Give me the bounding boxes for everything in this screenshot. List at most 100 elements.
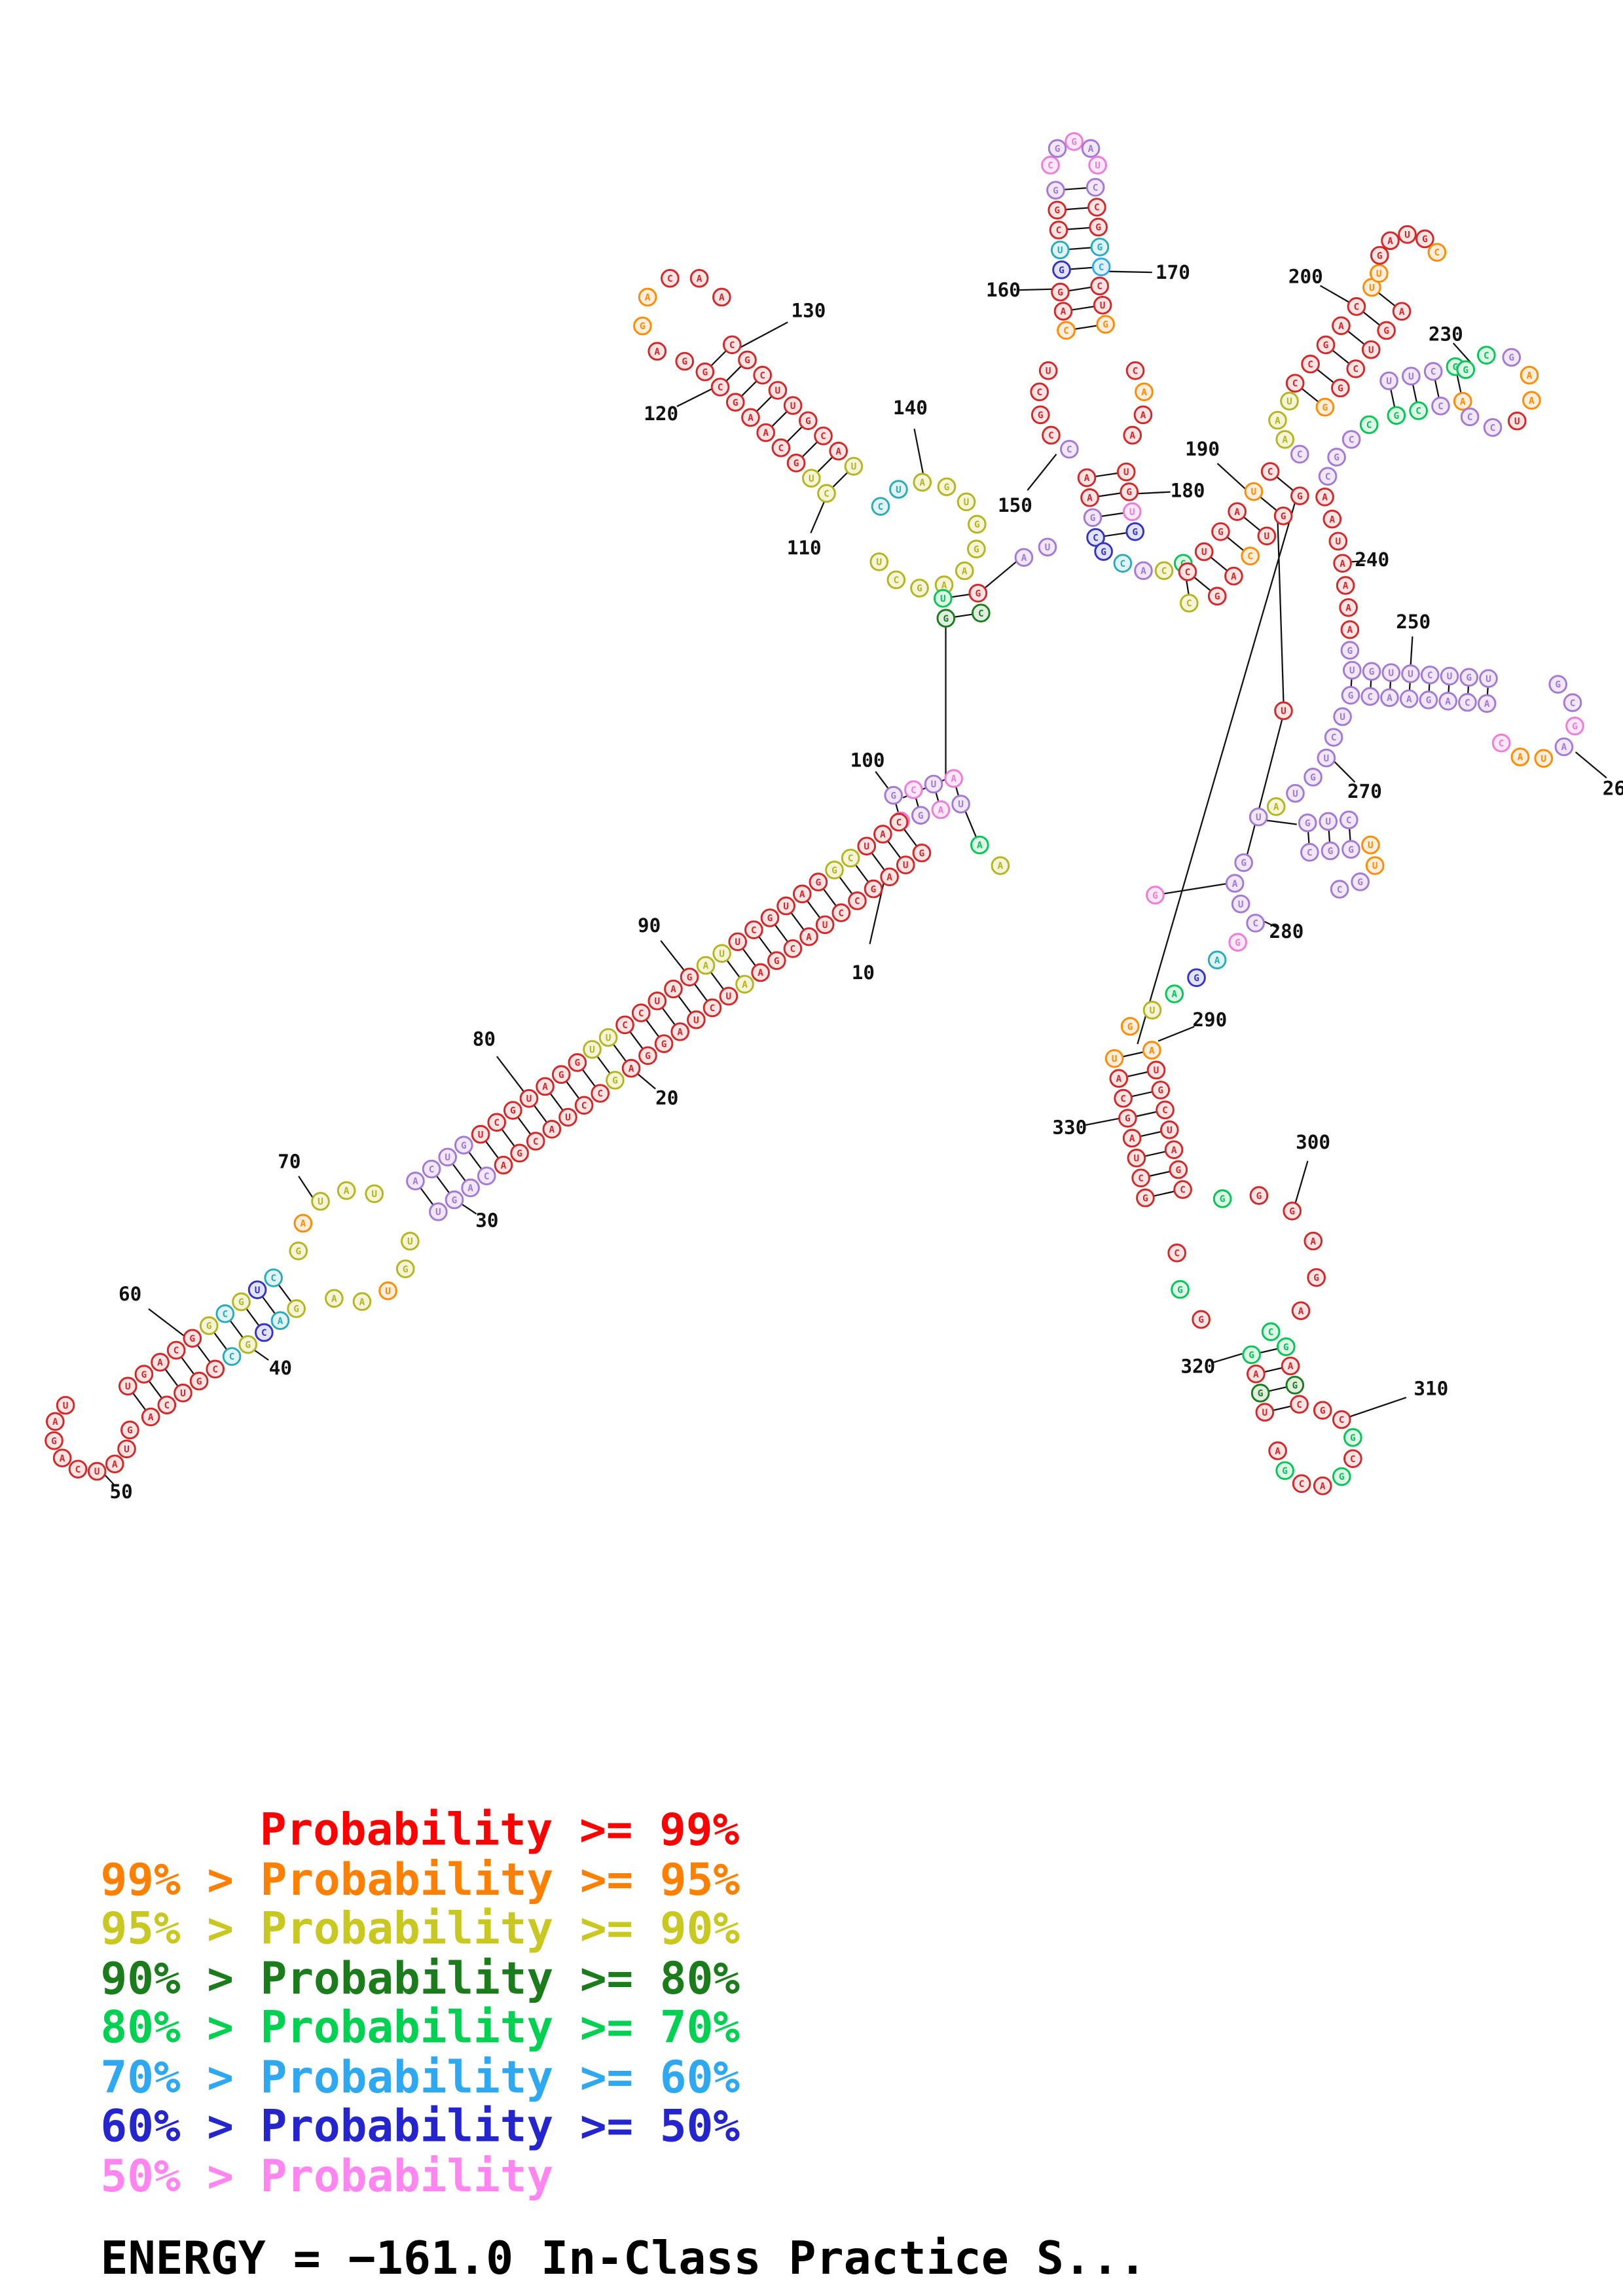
nucleotide [1173,1180,1192,1199]
nucleotide-letter: A [1140,410,1146,421]
position-label: 200 [1288,266,1323,288]
nucleotide-letter: G [1322,403,1328,413]
nucleotide [1142,1041,1161,1060]
nucleotide-letter: C [173,1346,179,1356]
nucleotide [1156,1100,1175,1120]
nucleotide [1341,685,1360,705]
nucleotide-letter: C [1431,367,1436,378]
nucleotide-letter: C [1247,552,1253,562]
nucleotide-letter: G [682,357,687,367]
nucleotide-letter: A [300,1219,306,1229]
nucleotide [1318,467,1338,486]
nucleotide [503,1101,522,1120]
connector-line [1153,1191,1175,1197]
connector-line [816,456,833,473]
connector-line [869,876,886,944]
nucleotide [1114,1088,1133,1108]
connector-line [1273,1405,1292,1411]
nucleotide [1122,502,1142,522]
nucleotide [574,1096,594,1115]
nucleotide [1554,737,1574,757]
nucleotide-letter: G [510,1106,516,1117]
nucleotide-letter: U [1046,366,1051,376]
nucleotide [735,975,754,994]
nucleotide [199,1316,219,1335]
nucleotide-letter: G [974,520,980,530]
nucleotide [1333,554,1352,573]
legend-entry: 50% > Probability [101,2150,554,2202]
nucleotide [45,1412,65,1431]
nucleotide [583,1040,602,1059]
nucleotide [1224,566,1243,586]
nucleotide-letter: C [1174,1249,1180,1259]
nucleotide [771,438,791,457]
nucleotide [1274,701,1293,721]
nucleotide-letter: A [1171,1145,1177,1156]
nucleotide [1048,139,1067,158]
nucleotide [799,927,818,946]
nucleotide-letter: A [806,932,812,942]
nucleotide-letter: A [1445,696,1451,707]
nucleotide [621,1058,641,1078]
nucleotide-letter: C [1350,1454,1356,1465]
nucleotide [1120,1016,1140,1036]
nucleotide-letter: A [1343,581,1349,592]
nucleotide-letter: A [1298,1306,1304,1317]
nucleotide [1343,1449,1362,1468]
nucleotide-letter: C [854,897,860,907]
nucleotide [157,1395,177,1414]
nucleotide-letter: G [1258,1389,1264,1399]
nucleotide-letter: G [1463,365,1468,376]
nucleotide [1030,405,1050,425]
nucleotide-letter: G [1198,1315,1204,1325]
nucleotide [815,915,835,935]
nucleotide-letter: G [1320,1406,1326,1416]
nucleotide-letter: C [1268,1327,1274,1338]
nucleotide-letter: C [1465,698,1470,708]
nucleotide-letter: C [1094,203,1100,213]
nucleotide [873,825,892,844]
nucleotide-letter: U [1256,812,1262,823]
nucleotide-letter: U [63,1401,69,1411]
nucleotide-letter: G [1127,1022,1133,1032]
nucleotide-letter: U [1100,300,1106,311]
nucleotide [352,1292,372,1311]
nucleotide-letter: C [1093,183,1099,193]
nucleotide [722,335,742,355]
nucleotide-letter: A [703,961,709,971]
nucleotide [1380,688,1399,708]
nucleotide-letter: G [245,1340,251,1350]
nucleotide-letter: A [501,1160,507,1171]
connector-line [196,1344,211,1363]
nucleotide [222,1347,242,1366]
nucleotide-letter: G [1348,845,1354,855]
nucleotide [857,836,877,856]
nucleotide [786,454,806,473]
connector-line [645,1019,660,1037]
nucleotide-letter: C [710,1003,716,1014]
nucleotide-letter: C [1434,248,1440,259]
nucleotide-letter: U [931,780,937,790]
connector-line [1347,330,1365,346]
position-label: 140 [893,397,928,419]
nucleotide-letter: A [1140,566,1146,577]
nucleotide [817,484,836,503]
nucleotide [1050,240,1070,260]
nucleotide-letter: A [1234,507,1240,518]
nucleotide-letter: U [1486,674,1491,685]
nucleotide [1164,1140,1184,1159]
nucleotide-letter: U [1368,840,1374,851]
nucleotide-letter: G [1334,453,1340,463]
nucleotide [1340,620,1360,639]
nucleotide-letter: U [1325,817,1331,827]
nucleotide [1242,1345,1261,1365]
nucleotide [1234,853,1253,872]
connector-line [806,900,821,919]
nucleotide-letter: U [1368,345,1374,355]
nucleotide-letter: A [1484,699,1490,709]
connector-line [1019,288,1057,291]
nucleotide [1522,391,1541,410]
connector-line [1350,678,1353,687]
nucleotide-letter: C [1180,1185,1186,1196]
nucleotide [1065,132,1084,151]
